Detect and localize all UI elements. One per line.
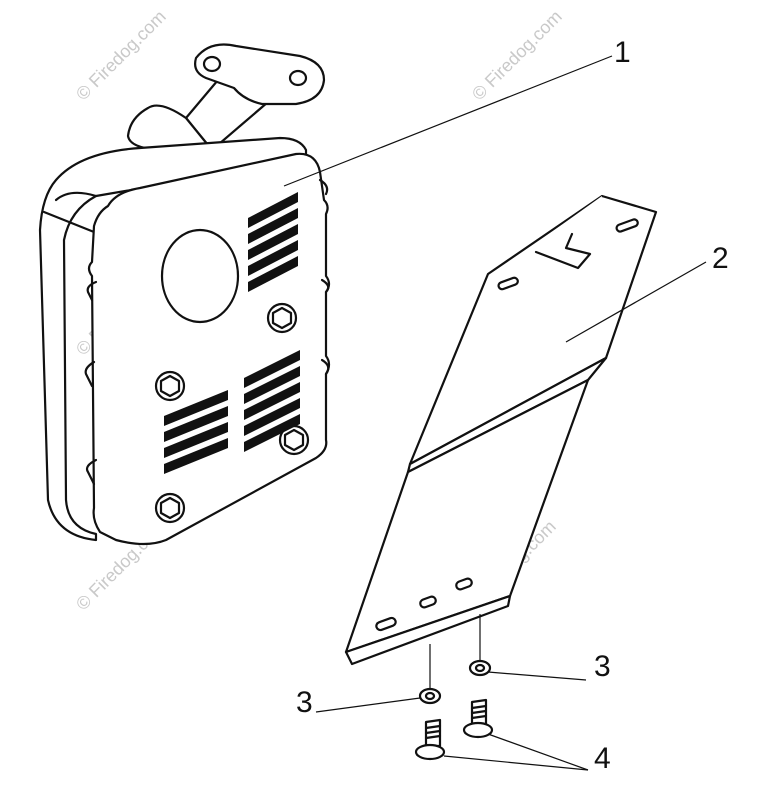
callout-4: 4 (594, 742, 611, 775)
screw-icon (414, 698, 494, 761)
callout-3-left: 3 (296, 686, 313, 719)
bracket-icon (344, 194, 658, 666)
callout-2: 2 (712, 242, 729, 275)
callout-3-right: 3 (594, 650, 611, 683)
washer-icon (418, 659, 492, 705)
leader-lines (283, 55, 707, 771)
callout-1: 1 (614, 36, 631, 69)
muffler-icon (38, 43, 331, 546)
